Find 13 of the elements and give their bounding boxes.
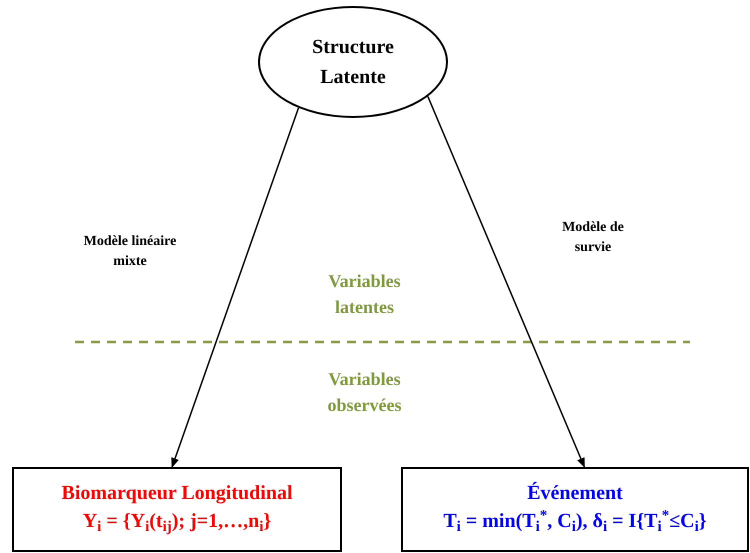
arrow: [171, 108, 300, 468]
biomarker-box: [12, 467, 342, 552]
formula-text: Y$_{i}$ = {Y$_{i}$(t$_{ij}$); j=1,…,n$_{i}$}: [82, 509, 272, 535]
edge-label: Modèle de survie: [561, 219, 625, 257]
node-title: Biomarqueur Longitudinal: [62, 481, 292, 506]
arrow: [427, 96, 586, 468]
node-title: Événement: [527, 480, 623, 506]
formula-text: T$_{i}$ = min(T$_{i}$$^{*}$, C$_{i}$), δ$_{i}$ = I{T$_{i}$$^{*}$≤C$_{i}$}: [443, 507, 707, 535]
event-box: [401, 467, 749, 552]
node-title: Structure Latente: [311, 35, 395, 90]
layer-label: Variables latentes: [327, 270, 402, 319]
layer-label: Variables observées: [326, 368, 402, 417]
edge-label: Modèle linéaire mixte: [82, 233, 178, 271]
